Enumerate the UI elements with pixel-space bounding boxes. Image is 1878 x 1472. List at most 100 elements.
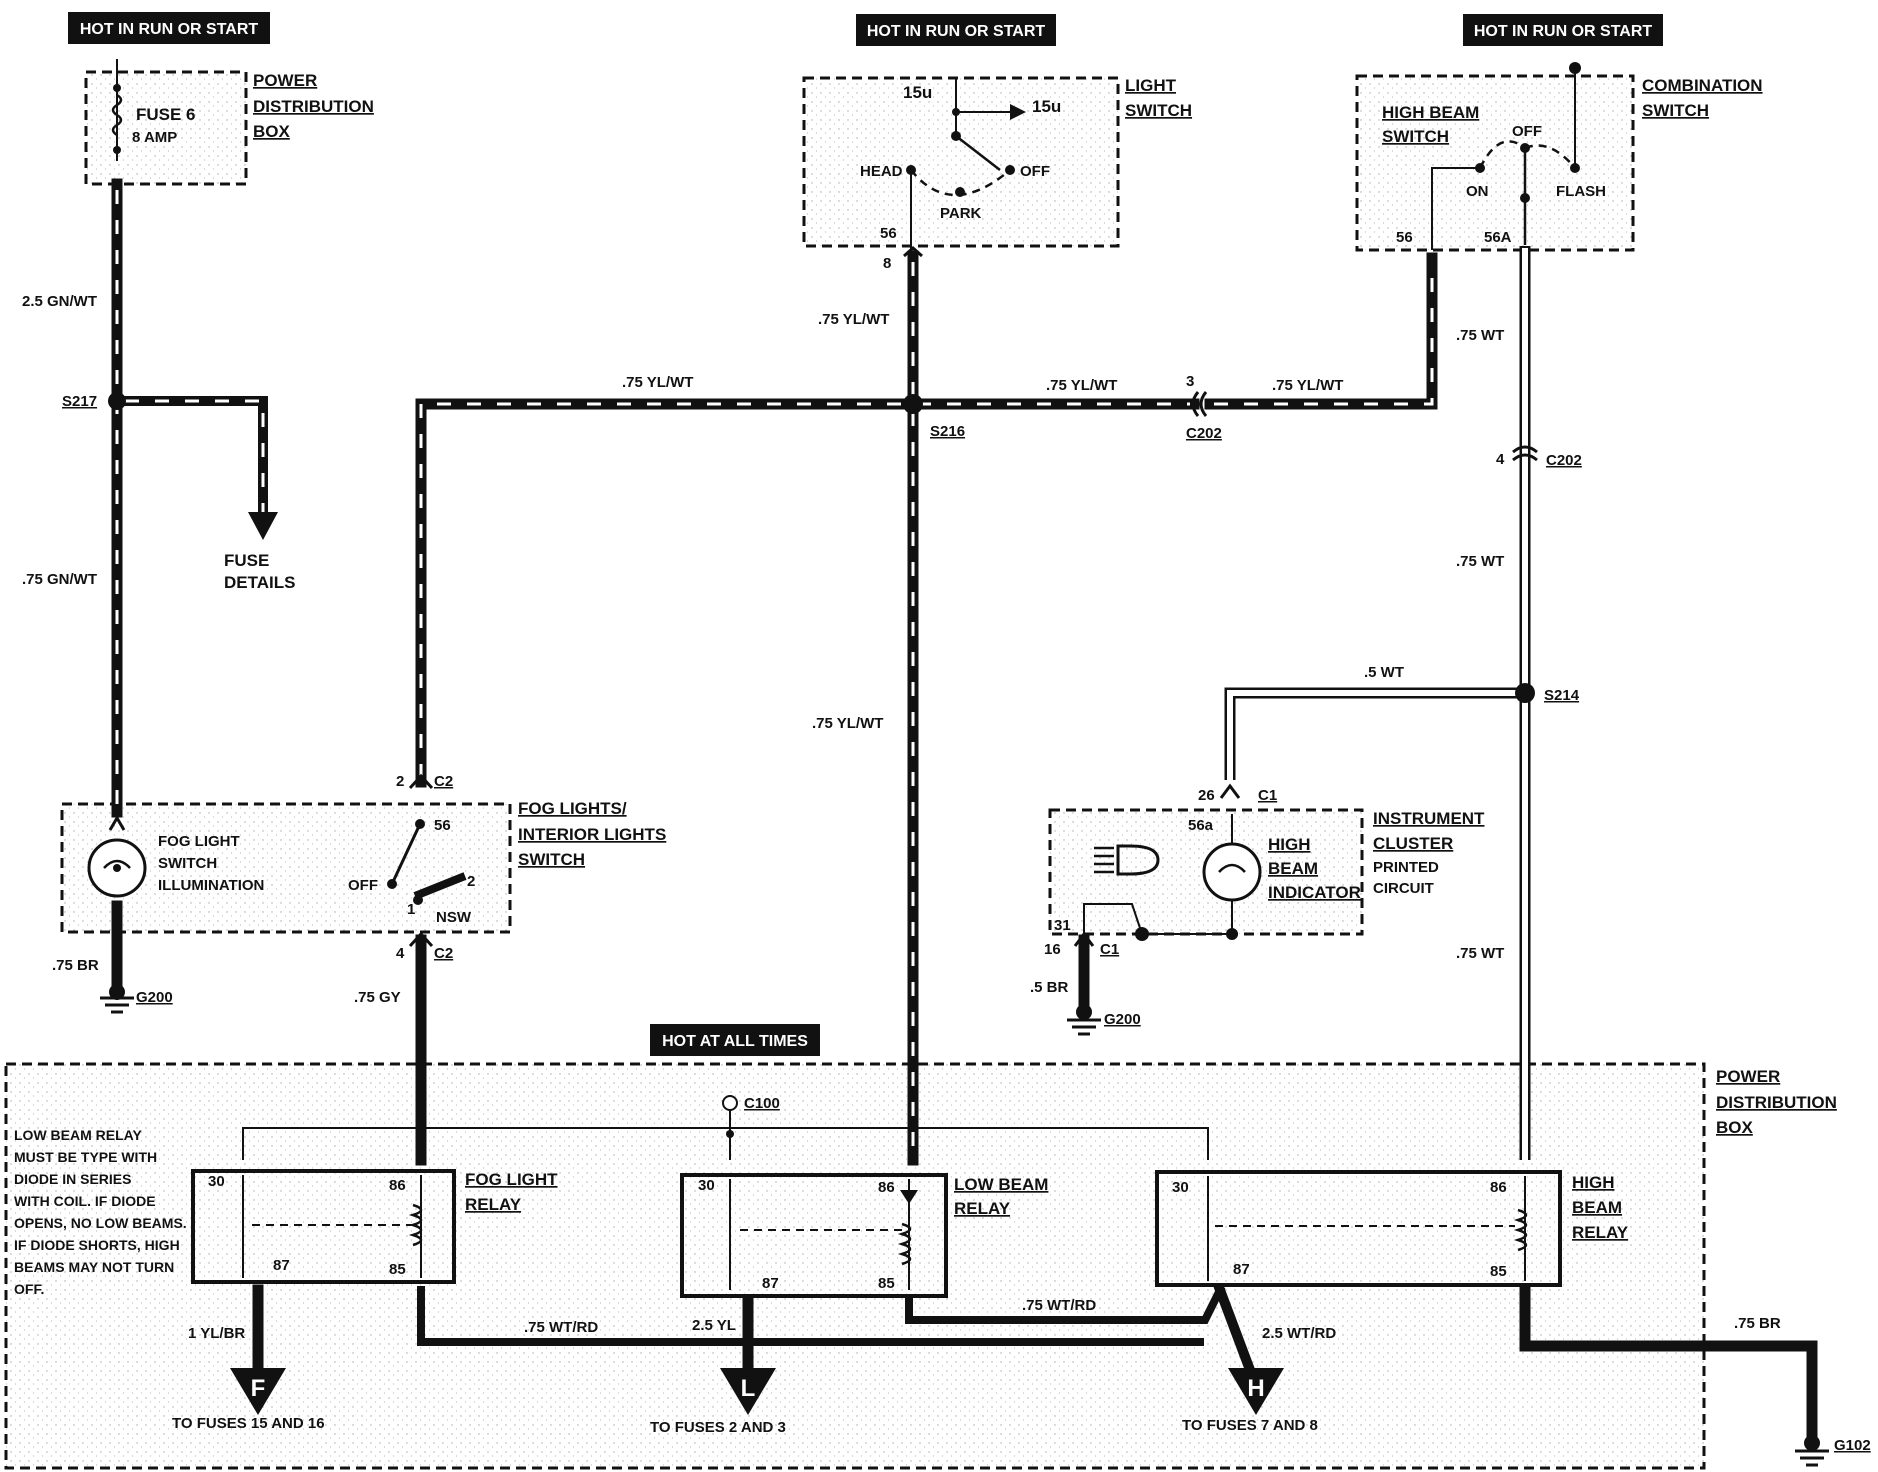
svg-text:FLASH: FLASH (1556, 183, 1606, 200)
svg-text:DISTRIBUTION: DISTRIBUTION (253, 97, 374, 116)
svg-text:8 AMP: 8 AMP (132, 129, 177, 146)
ground-label: G200 (1104, 1011, 1141, 1028)
connector-label: C1 (1100, 941, 1119, 958)
high-beam-relay: 30 86 87 85 HIGH BEAM RELAY (1155, 1170, 1629, 1287)
wire-label: .75 YL/WT (818, 311, 889, 328)
ground-label: G200 (136, 989, 173, 1006)
wire-label: .5 WT (1364, 664, 1404, 681)
fuse-details-label: DETAILS (224, 573, 295, 592)
svg-text:RELAY: RELAY (954, 1199, 1011, 1218)
splice-label: S214 (1544, 687, 1580, 704)
svg-text:PARK: PARK (940, 205, 982, 222)
wire-label: .75 YL/WT (1272, 377, 1343, 394)
wire-label: .75 YL/WT (622, 374, 693, 391)
svg-text:POWER: POWER (253, 71, 317, 90)
svg-text:56: 56 (880, 225, 897, 242)
wire-label: 1 YL/BR (188, 1325, 245, 1342)
svg-text:HEAD: HEAD (860, 163, 903, 180)
output-f: F TO FUSES 15 AND 16 (172, 1368, 325, 1432)
svg-text:56: 56 (1396, 229, 1413, 246)
svg-text:BEAM: BEAM (1268, 859, 1318, 878)
svg-text:56a: 56a (1188, 817, 1214, 834)
wire-label: .75 WT (1456, 945, 1504, 962)
svg-text:87: 87 (762, 1275, 779, 1292)
connector-pin: 3 (1186, 373, 1194, 390)
svg-text:TO FUSES 15 AND 16: TO FUSES 15 AND 16 (172, 1415, 325, 1432)
wire-label: .75 WT/RD (1022, 1297, 1096, 1314)
svg-text:HIGH: HIGH (1572, 1173, 1615, 1192)
output-l: L TO FUSES 2 AND 3 (650, 1368, 786, 1436)
connector-label: C100 (744, 1095, 780, 1112)
connector-pin: 26 (1198, 787, 1215, 804)
svg-text:15u: 15u (903, 83, 932, 102)
svg-text:ILLUMINATION: ILLUMINATION (158, 877, 264, 894)
svg-text:TO FUSES 7 AND 8: TO FUSES 7 AND 8 (1182, 1417, 1318, 1434)
svg-text:HOT AT ALL TIMES: HOT AT ALL TIMES (662, 1033, 808, 1050)
svg-text:SWITCH: SWITCH (158, 855, 217, 872)
svg-text:INTERIOR LIGHTS: INTERIOR LIGHTS (518, 825, 666, 844)
svg-text:PRINTED: PRINTED (1373, 859, 1439, 876)
svg-text:FUSE 6: FUSE 6 (136, 105, 196, 124)
svg-text:LOW BEAM RELAY: LOW BEAM RELAY (14, 1127, 142, 1143)
headlight-symbol-icon (1094, 844, 1160, 876)
svg-text:DIODE IN SERIES: DIODE IN SERIES (14, 1171, 131, 1187)
wire-label: 2.5 WT/RD (1262, 1325, 1336, 1342)
svg-text:MUST BE TYPE WITH: MUST BE TYPE WITH (14, 1149, 157, 1165)
svg-text:H: H (1247, 1375, 1264, 1402)
wire-ylwt (415, 250, 1438, 1166)
wire-label: .75 YL/WT (1046, 377, 1117, 394)
connector-label: C2 (434, 773, 453, 790)
wire-label: .75 GY (354, 989, 401, 1006)
splice-label: S217 (62, 393, 97, 410)
connector-pin: 4 (1496, 451, 1505, 468)
badge-hot-all-times: HOT AT ALL TIMES (650, 1024, 820, 1056)
power-distribution-box-top: FUSE 6 8 AMP POWER DISTRIBUTION BOX (84, 59, 374, 186)
svg-text:L: L (741, 1375, 756, 1402)
svg-text:CLUSTER: CLUSTER (1373, 834, 1453, 853)
svg-text:87: 87 (273, 1257, 290, 1274)
svg-text:8: 8 (883, 255, 891, 272)
relay-outputs (252, 1283, 1818, 1446)
svg-text:HOT IN RUN OR START: HOT IN RUN OR START (80, 21, 259, 38)
svg-text:BOX: BOX (253, 122, 291, 141)
splice-label: S216 (930, 423, 965, 440)
svg-text:BOX: BOX (1716, 1118, 1754, 1137)
svg-text:COMBINATION: COMBINATION (1642, 76, 1763, 95)
wire-label: .75 YL/WT (812, 715, 883, 732)
svg-text:30: 30 (698, 1177, 715, 1194)
wire-label: .75 WT (1456, 553, 1504, 570)
svg-text:G102: G102 (1834, 1437, 1871, 1454)
svg-text:86: 86 (389, 1177, 406, 1194)
connectors (108, 245, 1538, 1111)
low-beam-relay: 30 86 87 85 LOW BEAM RELAY (680, 1173, 1048, 1298)
svg-text:BEAM: BEAM (1572, 1198, 1622, 1217)
output-h: H TO FUSES 7 AND 8 (1182, 1368, 1318, 1434)
svg-text:OPENS, NO LOW BEAMS.: OPENS, NO LOW BEAMS. (14, 1215, 187, 1231)
svg-text:TO FUSES 2 AND 3: TO FUSES 2 AND 3 (650, 1419, 786, 1436)
connector-label: C202 (1546, 452, 1582, 469)
wire-label: 2.5 YL (692, 1317, 736, 1334)
svg-text:ON: ON (1466, 183, 1489, 200)
svg-text:FOG LIGHTS/: FOG LIGHTS/ (518, 799, 627, 818)
badge-hot-run-start-right: HOT IN RUN OR START (1463, 14, 1663, 46)
fuse-details-label: FUSE (224, 551, 269, 570)
wire-label: .75 GN/WT (22, 571, 97, 588)
svg-text:SWITCH: SWITCH (518, 850, 585, 869)
ground-g102: G102 (1795, 1435, 1871, 1467)
light-switch: 15u 15u HEAD OFF PARK 56 8 LIGHT SWITCH (802, 76, 1192, 272)
svg-text:HOT IN RUN OR START: HOT IN RUN OR START (1474, 23, 1653, 40)
wire-label: .75 BR (1734, 1315, 1781, 1332)
svg-text:CIRCUIT: CIRCUIT (1373, 880, 1434, 897)
svg-text:FOG LIGHT: FOG LIGHT (158, 833, 240, 850)
svg-text:RELAY: RELAY (465, 1195, 522, 1214)
wire-label: .5 BR (1030, 979, 1069, 996)
wire-label: 2.5 GN/WT (22, 293, 97, 310)
fog-light-relay: 30 86 87 85 FOG LIGHT RELAY (191, 1169, 558, 1284)
svg-text:OFF: OFF (1020, 163, 1050, 180)
connector-label: C202 (1186, 425, 1222, 442)
svg-text:RELAY: RELAY (1572, 1223, 1629, 1242)
svg-text:INSTRUMENT: INSTRUMENT (1373, 809, 1485, 828)
connector-label: C1 (1258, 787, 1277, 804)
svg-text:85: 85 (389, 1261, 406, 1278)
